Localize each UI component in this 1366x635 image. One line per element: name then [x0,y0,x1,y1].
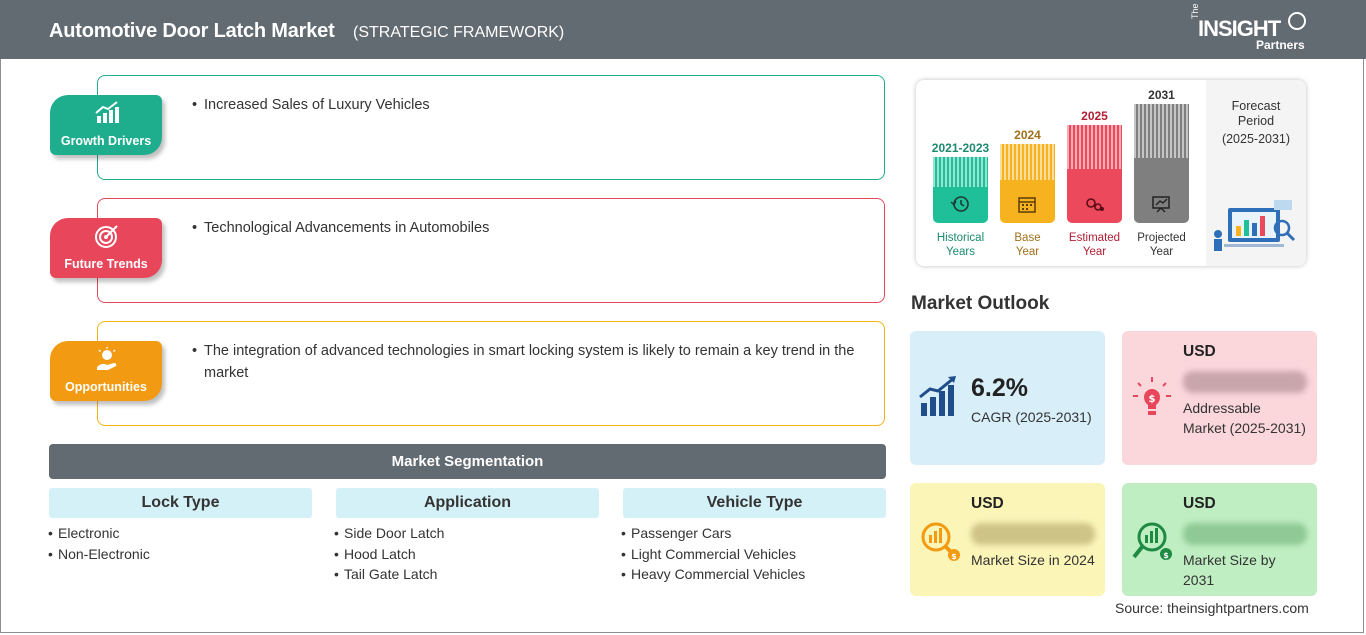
presentation-icon [1152,196,1170,213]
growth-drivers-point: •Increased Sales of Luxury Vehicles [192,97,430,113]
timeline-bar-projected [1134,104,1189,223]
size-2024-desc: Market Size in 2024 [971,552,1095,568]
market-size-2024-card: $ USD lorem ipsum Market Size in 2024 [910,483,1105,596]
list-item: Heavy Commercial Vehicles [621,564,805,585]
opportunities-card: •The integration of advanced technologie… [97,321,885,426]
list-item: Side Door Latch [334,523,444,544]
timeline-bar-historical [933,157,988,223]
growth-chart-icon [95,101,119,123]
page-subtitle: (STRATEGIC FRAMEWORK) [353,24,565,41]
logo-insight: INSIGHT [1198,16,1281,41]
future-trends-label: Future Trends [64,257,148,271]
market-outlook-title: Market Outlook [911,293,1050,314]
segment-heading-vehicle-type: Vehicle Type [623,488,886,518]
analytics-illustration-icon [1214,200,1296,251]
target-icon [95,225,118,248]
vehicle-type-list: Passenger Cars Light Commercial Vehicles… [621,523,805,585]
size-2031-value-redacted: lorem ipsum [1183,523,1307,545]
list-item: Tail Gate Latch [334,564,444,585]
lock-type-list: Electronic Non-Electronic [48,523,150,564]
history-icon [950,196,969,212]
page-title: Automotive Door Latch Market [49,20,335,42]
forecast-period-label: Period [1237,114,1275,128]
logo-partners: Partners [1256,38,1305,52]
gears-icon [1086,198,1104,211]
addressable-market-card: $ USD lorem ipsum Addressable Market (20… [1122,331,1317,465]
list-item: Passenger Cars [621,523,805,544]
forecast-range-label: (2025-2031) [1221,132,1291,146]
market-segmentation-bar: Market Segmentation [49,444,886,479]
market-size-2031-card: $ USD lorem ipsum Market Size by 2031 [1122,483,1317,596]
list-item: Electronic [48,523,150,544]
opportunities-label: Opportunities [65,380,147,394]
list-item: Non-Electronic [48,544,150,565]
cagr-card: 6.2% CAGR (2025-2031) [910,331,1105,465]
growth-drivers-label: Growth Drivers [60,134,152,148]
timeline-year-base: 2024 [1014,128,1041,142]
size-2031-desc: Market Size by 2031 [1183,552,1276,588]
svg-text:$: $ [1149,394,1156,405]
future-trends-point: •Technological Advancements in Automobil… [192,220,490,236]
size-2024-usd: USD [971,495,1004,512]
addressable-desc: Addressable Market (2025-2031) [1183,400,1306,436]
calendar-icon [1018,197,1036,213]
timeline-year-projected: 2031 [1148,88,1175,102]
svg-text:$: $ [1163,551,1169,560]
timeline-bar-base [1000,144,1055,223]
growth-drivers-tag: Growth Drivers [50,95,162,155]
opportunities-tag: Opportunities [50,341,162,401]
addressable-usd: USD [1183,343,1216,360]
header: Automotive Door Latch Market (STRATEGIC … [0,0,1366,59]
timeline-year-historical: 2021-2023 [931,141,990,155]
list-item: Light Commercial Vehicles [621,544,805,565]
application-list: Side Door Latch Hood Latch Tail Gate Lat… [334,523,444,585]
coin-magnifier-icon: $ [921,522,960,561]
segment-heading-application: Application [336,488,599,518]
idea-hand-icon [97,347,117,370]
money-bulb-icon: $ [1133,377,1171,415]
logo-ring-icon [1288,12,1306,30]
timeline-bar-estimated [1067,125,1122,223]
timeline-panel: Forecast Period (2025-2031) 2021-2023 20… [916,80,1306,266]
growth-drivers-card: •Increased Sales of Luxury Vehicles [97,75,885,180]
timeline-year-estimated: 2025 [1081,109,1108,123]
addressable-value-redacted: lorem ipsum [1183,371,1307,393]
insight-partners-logo[interactable]: The INSIGHT Partners [1190,3,1310,54]
list-item: Hood Latch [334,544,444,565]
size-2031-usd: USD [1183,495,1216,512]
opportunities-point: •The integration of advanced technologie… [192,343,855,381]
forecast-label: Forecast [1231,99,1281,113]
segment-heading-lock-type: Lock Type [49,488,312,518]
rising-bars-icon [919,376,956,416]
size-2024-value-redacted: lorem ipsum [971,523,1095,545]
future-trends-tag: Future Trends [50,218,162,278]
svg-text:$: $ [951,552,957,561]
cagr-value: 6.2% [971,374,1028,402]
cagr-label: CAGR (2025-2031) [971,409,1092,425]
source-credit[interactable]: Source: theinsightpartners.com [1115,600,1309,616]
growth-magnifier-icon: $ [1132,522,1172,560]
future-trends-card: •Technological Advancements in Automobil… [97,198,885,303]
